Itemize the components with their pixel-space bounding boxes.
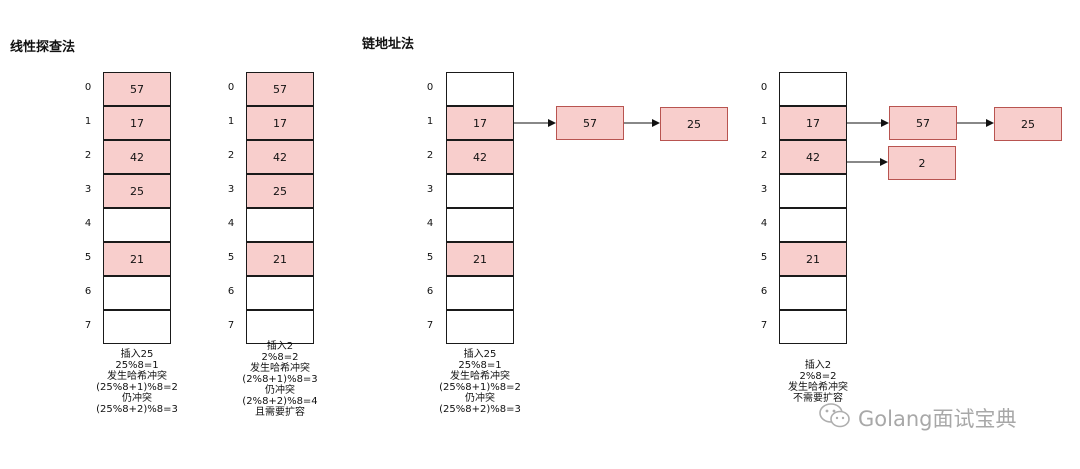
index-label: 7 — [227, 320, 235, 331]
bucket-cell: 42 — [246, 140, 314, 174]
index-label: 4 — [426, 218, 434, 229]
bucket-cell: 42 — [779, 140, 847, 174]
index-label: 0 — [760, 82, 768, 93]
index-label: 6 — [227, 286, 235, 297]
wechat-icon — [818, 402, 852, 434]
chain-node: 25 — [660, 107, 728, 141]
index-label: 4 — [760, 218, 768, 229]
note-diagram-1: 插入25 25%8=1 发生哈希冲突 (25%8+1)%8=2 仍冲突 (25%… — [96, 349, 178, 415]
index-label: 7 — [426, 320, 434, 331]
chain-node: 2 — [888, 146, 956, 180]
bucket-cell: 57 — [103, 72, 171, 106]
index-label: 2 — [84, 150, 92, 161]
bucket-cell: 42 — [446, 140, 514, 174]
bucket-cell: 21 — [779, 242, 847, 276]
bucket-cell — [446, 208, 514, 242]
bucket-cell: 21 — [246, 242, 314, 276]
index-label: 2 — [227, 150, 235, 161]
index-label: 3 — [760, 184, 768, 195]
index-label: 1 — [227, 116, 235, 127]
bucket-cell — [246, 276, 314, 310]
index-label: 4 — [84, 218, 92, 229]
index-label: 7 — [760, 320, 768, 331]
index-label: 3 — [426, 184, 434, 195]
note-diagram-4: 插入2 2%8=2 发生哈希冲突 不需要扩容 — [788, 360, 848, 404]
bucket-cell: 17 — [246, 106, 314, 140]
bucket-cell — [446, 310, 514, 344]
index-label: 5 — [760, 252, 768, 263]
chain-node: 57 — [889, 106, 957, 140]
chain-node: 57 — [556, 106, 624, 140]
index-label: 7 — [84, 320, 92, 331]
bucket-cell — [246, 310, 314, 344]
title-chaining: 链地址法 — [362, 37, 415, 52]
bucket-cell — [779, 276, 847, 310]
chain-node: 25 — [994, 107, 1062, 141]
index-label: 0 — [426, 82, 434, 93]
index-label: 1 — [426, 116, 434, 127]
bucket-cell — [779, 310, 847, 344]
bucket-cell — [779, 72, 847, 106]
bucket-cell — [246, 208, 314, 242]
bucket-cell — [103, 310, 171, 344]
bucket-cell — [779, 208, 847, 242]
note-diagram-2: 插入2 2%8=2 发生哈希冲突 (2%8+1)%8=3 仍冲突 (2%8+2)… — [242, 341, 318, 418]
bucket-cell: 17 — [779, 106, 847, 140]
watermark-text: Golang面试宝典 — [858, 407, 1017, 431]
index-label: 2 — [760, 150, 768, 161]
bucket-cell: 17 — [103, 106, 171, 140]
bucket-cell — [446, 276, 514, 310]
index-label: 5 — [426, 252, 434, 263]
note-diagram-3: 插入25 25%8=1 发生哈希冲突 (25%8+1)%8=2 仍冲突 (25%… — [439, 349, 521, 415]
bucket-cell: 21 — [446, 242, 514, 276]
index-label: 1 — [760, 116, 768, 127]
bucket-cell — [103, 276, 171, 310]
bucket-cell: 42 — [103, 140, 171, 174]
bucket-cell — [103, 208, 171, 242]
index-label: 3 — [84, 184, 92, 195]
index-label: 6 — [84, 286, 92, 297]
bucket-cell — [446, 174, 514, 208]
watermark: Golang面试宝典 — [818, 402, 1016, 434]
bucket-cell: 17 — [446, 106, 514, 140]
index-label: 1 — [84, 116, 92, 127]
index-label: 0 — [227, 82, 235, 93]
index-label: 5 — [84, 252, 92, 263]
index-label: 2 — [426, 150, 434, 161]
index-label: 6 — [426, 286, 434, 297]
index-label: 3 — [227, 184, 235, 195]
bucket-cell: 25 — [246, 174, 314, 208]
bucket-cell — [779, 174, 847, 208]
bucket-cell: 25 — [103, 174, 171, 208]
index-label: 4 — [227, 218, 235, 229]
index-label: 5 — [227, 252, 235, 263]
index-label: 6 — [760, 286, 768, 297]
bucket-cell: 21 — [103, 242, 171, 276]
bucket-cell — [446, 72, 514, 106]
index-label: 0 — [84, 82, 92, 93]
bucket-cell: 57 — [246, 72, 314, 106]
title-linear-probing: 线性探查法 — [10, 40, 76, 55]
